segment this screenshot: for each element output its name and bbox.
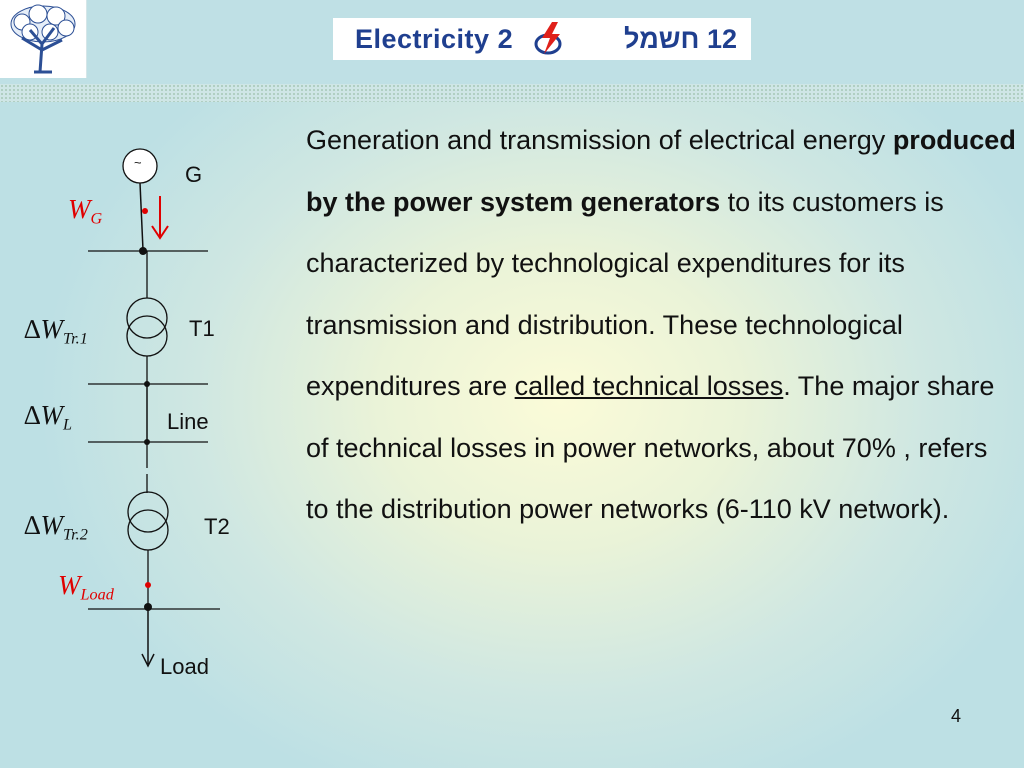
body-paragraph: Generation and transmission of electrica…	[306, 110, 1018, 541]
header-bar: Electricity 2 12 חשמל	[0, 0, 1024, 84]
label-load: Load	[160, 654, 209, 679]
tree-logo	[0, 0, 87, 78]
label-line: Line	[167, 409, 209, 434]
page-number: 4	[951, 706, 962, 726]
dwl-formula: ∆WL	[24, 400, 72, 435]
wload-main: W	[58, 570, 81, 600]
banner-hebrew: 12 חשמל	[624, 24, 737, 54]
power-system-diagram	[88, 148, 220, 668]
banner-title: Electricity 2	[355, 24, 514, 54]
electricity-2012-banner: Electricity 2 12 חשמל	[333, 18, 751, 60]
wload-sub: Load	[80, 585, 114, 604]
t1-coil-bottom	[126, 315, 168, 357]
body-text-2: to its customers is characterized by tec…	[306, 186, 944, 402]
wg-arrow-head	[151, 225, 169, 240]
dwtr1-sub: Tr.1	[63, 329, 88, 348]
load-arrow-head	[141, 653, 155, 668]
t2-coil-bottom	[127, 509, 169, 551]
label-t1: T1	[189, 316, 215, 341]
lightning-logo-icon	[534, 22, 562, 55]
body-text-underline: called technical losses	[514, 371, 784, 401]
dwl-sub: L	[63, 415, 73, 434]
dwtr2-main: W	[40, 510, 64, 540]
label-t2: T2	[204, 514, 230, 539]
body-text-4: to the distribution power networks (6-11…	[306, 494, 950, 524]
t1-coil-top	[126, 297, 168, 339]
wg-main: W	[68, 194, 91, 224]
dwtr1-formula: ∆WTr.1	[24, 314, 88, 349]
dwtr2-formula: ∆WTr.2	[24, 510, 88, 545]
dwtr1-delta: ∆	[24, 314, 41, 344]
dwl-delta: ∆	[24, 400, 41, 430]
dwtr1-main: W	[40, 314, 64, 344]
tree-icon	[10, 4, 76, 74]
wg-dot	[142, 208, 148, 214]
gen-line	[139, 182, 144, 251]
wload-formula: WLoad	[58, 570, 114, 605]
dwl-main: W	[40, 400, 64, 430]
body-text-bold: produced by the power system generators	[306, 125, 1016, 217]
wload-dot	[145, 582, 151, 588]
body-text-3: . The major share of technical losses in…	[306, 371, 995, 463]
generator-symbol: ~	[134, 155, 142, 170]
label-generator: G	[185, 162, 203, 187]
dwtr2-sub: Tr.2	[63, 525, 88, 544]
dwtr2-delta: ∆	[24, 510, 41, 540]
wg-formula: WG	[68, 194, 102, 229]
t2-coil-top	[127, 491, 169, 533]
bus-1-node	[139, 247, 147, 255]
wg-sub: G	[90, 209, 103, 228]
decorative-strip	[0, 84, 1024, 102]
body-text-1: Generation and transmission of electrica…	[306, 125, 893, 155]
